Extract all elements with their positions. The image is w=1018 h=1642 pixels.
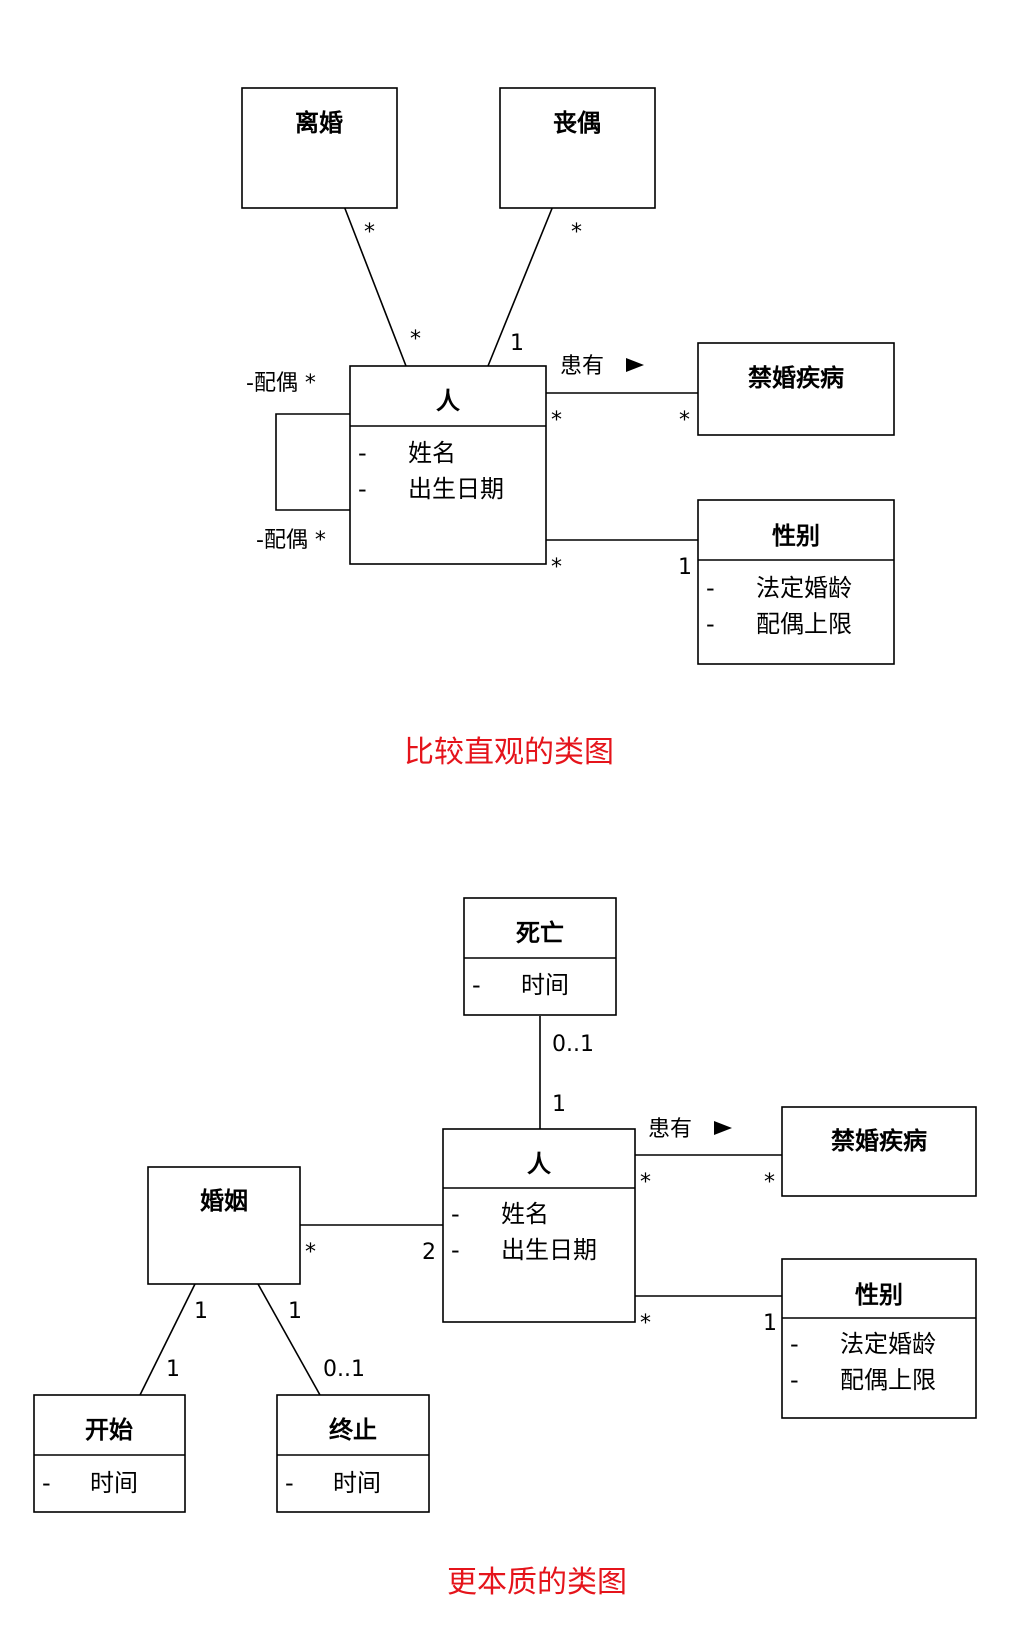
mult-end-end: 0..1 xyxy=(323,1357,365,1382)
diagram-essential: 死亡 - 时间 人 - 姓名 - 出生日期 禁婚疾病 婚姻 性别 xyxy=(33,897,977,1600)
class-end: 终止 - 时间 xyxy=(276,1394,430,1513)
assoc-spouse-self xyxy=(275,413,350,511)
mult-gender-person-end: * xyxy=(640,1311,651,1336)
mult-marriage-end: * xyxy=(305,1240,316,1265)
mult-gender-end: 1 xyxy=(763,1311,777,1336)
attr-name: 姓名 xyxy=(408,439,456,467)
attr-birthdate: 出生日期 xyxy=(408,475,504,503)
attr-legal-age: 法定婚龄 xyxy=(840,1330,936,1358)
class-gender-title: 性别 xyxy=(855,1281,903,1309)
class-gender: 性别 - 法定婚龄 - 配偶上限 xyxy=(781,1258,977,1419)
attr-time: 时间 xyxy=(333,1469,381,1497)
attr-dash: - xyxy=(706,574,715,602)
role-spouse-bottom: -配偶 * xyxy=(256,528,326,553)
attr-name: 姓名 xyxy=(501,1200,549,1228)
class-widowed-title: 丧偶 xyxy=(553,109,601,137)
mult-divorce-end: * xyxy=(364,220,375,245)
assoc-has-label: 患有 xyxy=(560,354,604,379)
attr-dash: - xyxy=(706,610,715,638)
attr-dash: - xyxy=(451,1236,460,1264)
assoc-marriage-start xyxy=(139,1283,196,1396)
role-spouse-top: -配偶 * xyxy=(246,371,316,396)
class-divorce: 离婚 xyxy=(241,87,398,209)
assoc-widowed-person xyxy=(487,205,554,367)
attr-dash: - xyxy=(790,1366,799,1394)
mult-gender-person-end: * xyxy=(551,555,562,580)
class-person: 人 - 姓名 - 出生日期 xyxy=(442,1128,636,1323)
class-start-title: 开始 xyxy=(85,1416,133,1444)
mult-divorce-person-end: * xyxy=(410,327,421,352)
mult-has-person-end: * xyxy=(640,1170,651,1195)
attr-spouse-limit: 配偶上限 xyxy=(756,610,852,638)
class-start: 开始 - 时间 xyxy=(33,1394,186,1513)
mult-death-end: 0..1 xyxy=(552,1032,594,1057)
assoc-divorce-person xyxy=(343,205,407,367)
class-death: 死亡 - 时间 xyxy=(463,897,617,1016)
attr-dash: - xyxy=(790,1330,799,1358)
class-disease: 禁婚疾病 xyxy=(781,1106,977,1197)
class-end-title: 终止 xyxy=(329,1416,377,1444)
class-gender-title: 性别 xyxy=(772,522,820,550)
attr-time: 时间 xyxy=(521,971,569,999)
attr-dash: - xyxy=(472,971,481,999)
direction-arrow-icon xyxy=(626,358,644,372)
class-disease: 禁婚疾病 xyxy=(697,342,895,436)
attr-dash: - xyxy=(358,475,367,503)
class-person-title: 人 xyxy=(527,1150,551,1178)
mult-gender-end: 1 xyxy=(678,555,692,580)
class-gender: 性别 - 法定婚龄 - 配偶上限 xyxy=(697,499,895,665)
caption-essential: 更本质的类图 xyxy=(447,1565,627,1600)
attr-dash: - xyxy=(451,1200,460,1228)
mult-widowed-end: * xyxy=(571,220,582,245)
mult-end-marriage-end: 1 xyxy=(288,1299,302,1324)
class-death-title: 死亡 xyxy=(516,919,564,947)
mult-has-person-end: * xyxy=(551,408,562,433)
assoc-has-label: 患有 xyxy=(648,1117,692,1142)
attr-legal-age: 法定婚龄 xyxy=(756,574,852,602)
direction-arrow-icon xyxy=(714,1121,732,1135)
class-marriage-title: 婚姻 xyxy=(200,1187,248,1215)
attr-dash: - xyxy=(285,1469,294,1497)
mult-has-disease-end: * xyxy=(764,1170,775,1195)
mult-marriage-person-end: 2 xyxy=(422,1240,436,1265)
mult-start-marriage-end: 1 xyxy=(194,1299,208,1324)
diagram-intuitive: 离婚 丧偶 人 - 姓名 - 出生日期 禁婚疾病 性别 - 法定婚龄 xyxy=(241,87,895,770)
class-divorce-title: 离婚 xyxy=(295,109,343,137)
attr-dash: - xyxy=(358,439,367,467)
class-disease-title: 禁婚疾病 xyxy=(831,1127,927,1155)
class-widowed: 丧偶 xyxy=(499,87,656,209)
mult-has-disease-end: * xyxy=(679,408,690,433)
mult-start-end: 1 xyxy=(166,1357,180,1382)
assoc-marriage-end xyxy=(257,1283,321,1396)
class-person-title: 人 xyxy=(436,387,460,415)
attr-time: 时间 xyxy=(90,1469,138,1497)
mult-widowed-person-end: 1 xyxy=(510,331,524,356)
attr-birthdate: 出生日期 xyxy=(501,1236,597,1264)
class-disease-title: 禁婚疾病 xyxy=(748,364,844,392)
caption-intuitive: 比较直观的类图 xyxy=(404,735,614,770)
mult-death-person-end: 1 xyxy=(552,1092,566,1117)
class-person: 人 - 姓名 - 出生日期 xyxy=(349,365,547,565)
attr-dash: - xyxy=(42,1469,51,1497)
class-marriage: 婚姻 xyxy=(147,1166,301,1285)
attr-spouse-limit: 配偶上限 xyxy=(840,1366,936,1394)
